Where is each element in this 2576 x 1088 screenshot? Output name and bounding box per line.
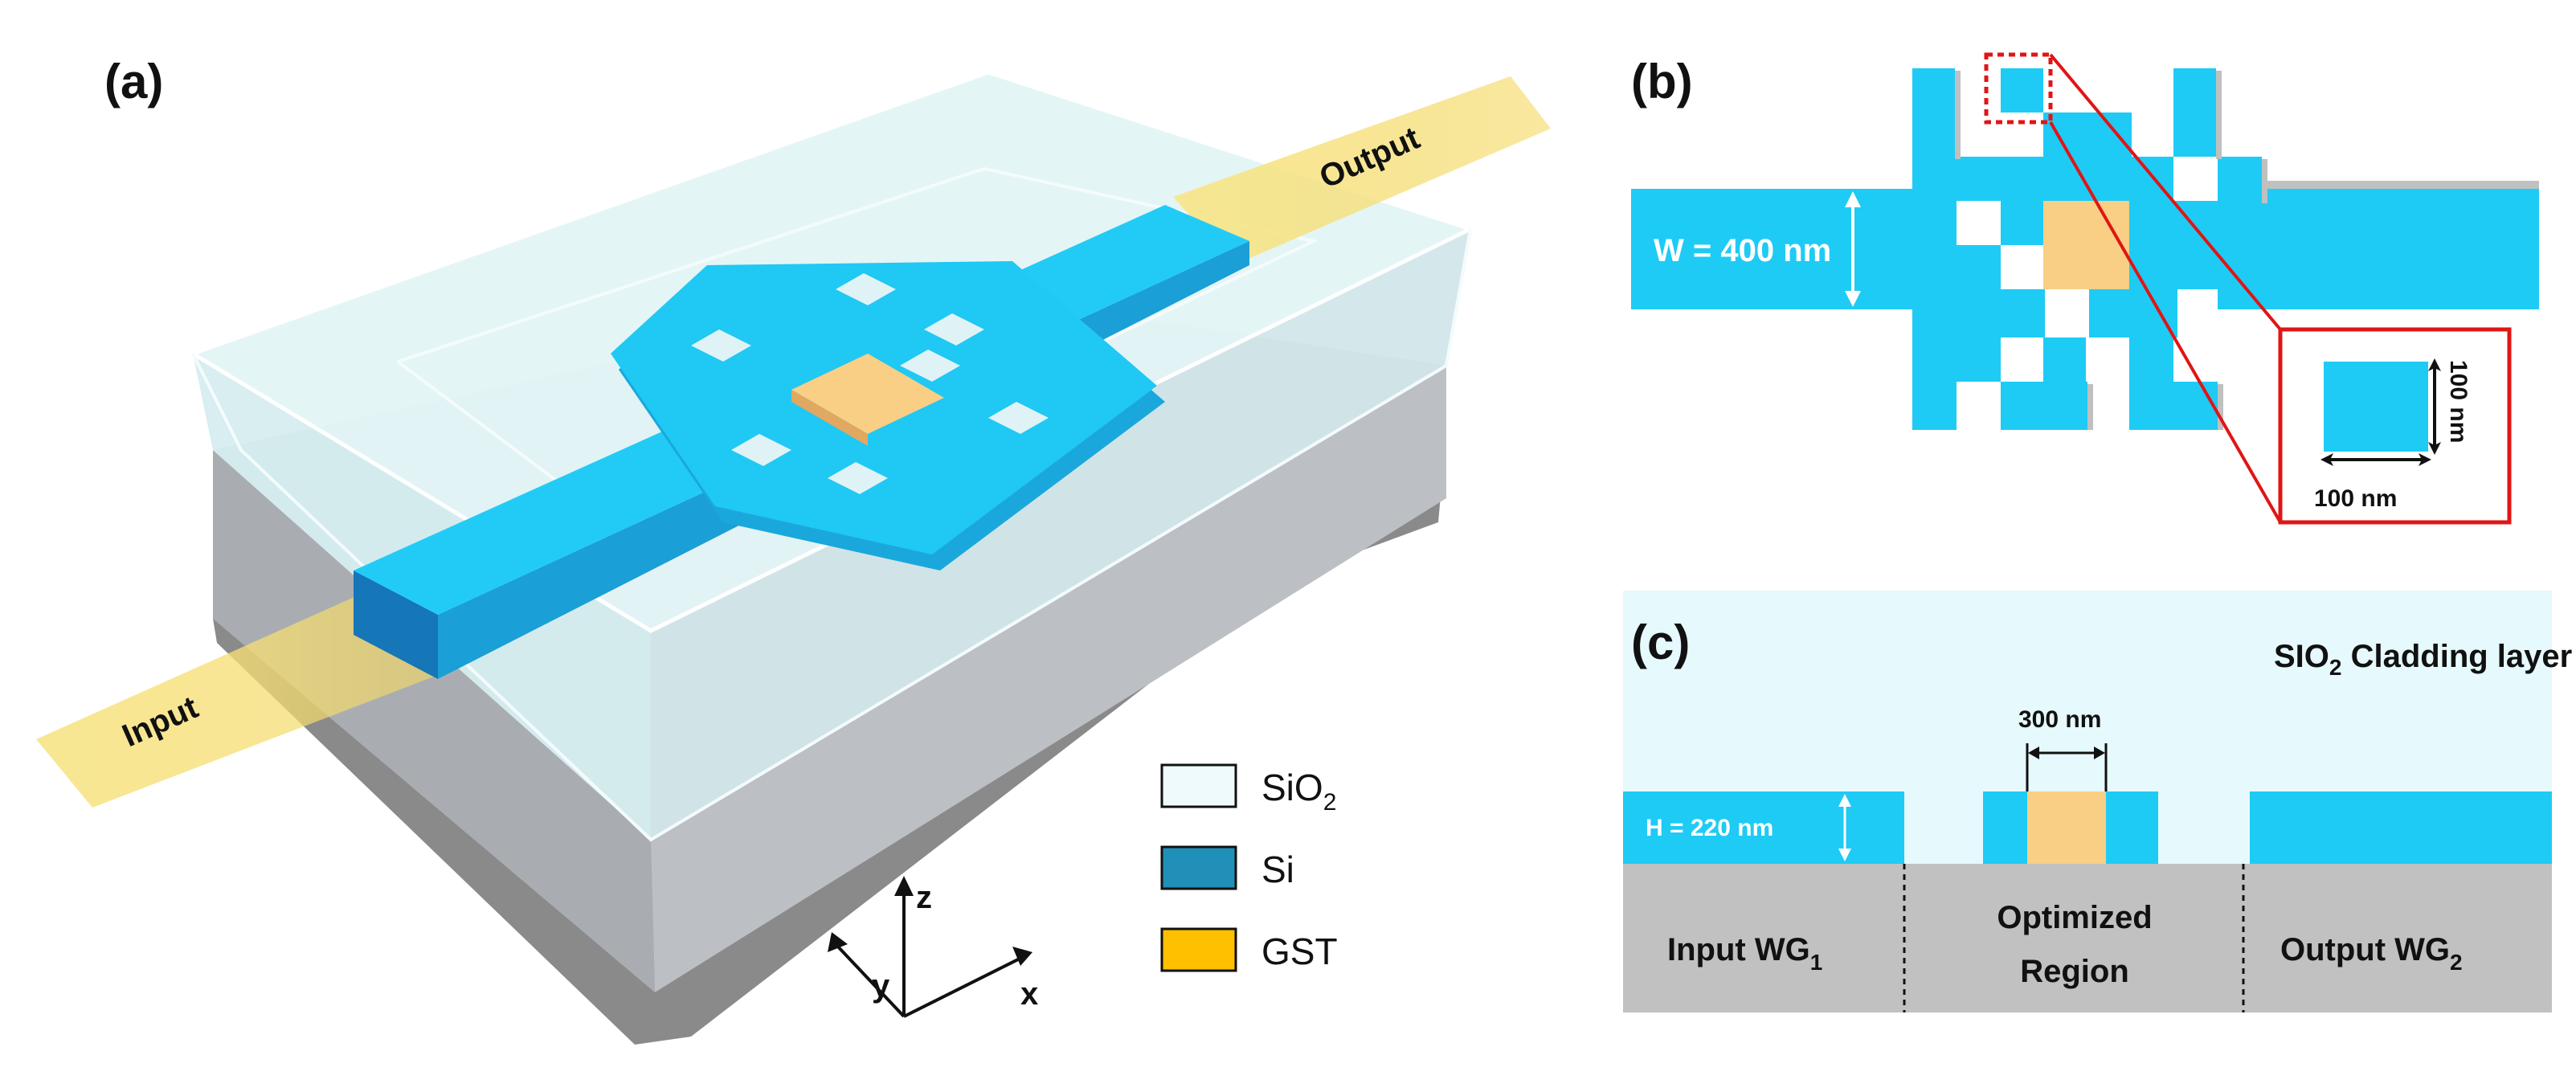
waveguide-width-label: W = 400 nm <box>1654 233 1831 268</box>
z-arrowhead <box>894 876 914 896</box>
gst-width-arrow-left <box>2028 746 2039 759</box>
legend-swatch-gst <box>1160 927 1237 972</box>
axis-x-label: x <box>1020 976 1038 1012</box>
cross-section-input-wg <box>1623 791 1904 864</box>
callout-line-lower <box>2049 121 2282 523</box>
region-label-line2: Region <box>2020 954 2129 989</box>
material-legend: SiO2 Si GST <box>1160 763 1338 972</box>
gst-width-arrow-right <box>2094 746 2105 759</box>
height-arrow-bottom <box>1838 849 1851 861</box>
top-view-output-waveguide <box>2218 189 2539 309</box>
output-glow <box>1173 76 1551 265</box>
panel-c-label: (c) <box>1631 616 1690 669</box>
panel-a-label: (a) <box>104 55 163 108</box>
legend-swatch-si <box>1160 845 1237 890</box>
region-dividers <box>1903 864 2245 1012</box>
top-view-gst <box>2043 201 2129 289</box>
axis-indicator <box>834 892 1025 1018</box>
legend-label-si: Si <box>1261 849 1294 890</box>
panel-c: (c) SIO2 Cladding layer 300 nm H = 220 n… <box>1623 591 2572 1012</box>
panel-b-label: (b) <box>1631 55 1693 108</box>
pixel-height-arrowheads <box>2428 358 2441 371</box>
top-view-input-waveguide <box>1631 189 1912 309</box>
gst-width-dimension <box>2026 743 2108 791</box>
region-label-line1: Optimized <box>1997 900 2152 935</box>
cross-section-gst <box>2027 791 2106 864</box>
callout-line-upper <box>2049 53 2282 331</box>
panel-b: (b) <box>1631 52 2539 525</box>
output-wg-label: Output WG2 <box>2280 932 2463 975</box>
pixel-height-arrowheads-b <box>2428 442 2441 455</box>
cladding-label: SIO2 Cladding layer <box>2274 639 2572 680</box>
legend-label-gst: GST <box>1261 931 1338 972</box>
axis-y-label: y <box>872 968 890 1004</box>
optimized-region-3d <box>611 261 1165 571</box>
panel-a: (a) <box>36 55 1551 1045</box>
top-view-pattern-shadow <box>1955 71 2267 430</box>
pixel-width-label: 100 nm <box>2314 485 2397 512</box>
zoom-pixel <box>2324 362 2428 452</box>
substrate-layer <box>1623 864 2552 1012</box>
legend-label-sio2: SiO2 <box>1261 767 1336 816</box>
waveguide-width-arrow <box>1845 191 1861 307</box>
y-arrowhead <box>828 932 848 952</box>
pixel-width-arrowheads-b <box>2419 453 2431 466</box>
pixel-height-label: 100 nm <box>2445 360 2472 443</box>
gst-patch-3d <box>791 354 944 434</box>
height-arrow-top <box>1838 794 1851 807</box>
callout-source-box <box>1984 52 2053 125</box>
top-view-holes <box>1957 157 2218 245</box>
legend-swatch-sio2 <box>1160 763 1237 808</box>
input-glow <box>36 587 438 808</box>
input-wg-label: Input WG1 <box>1667 932 1822 975</box>
output-waveguide-shadow <box>2219 181 2539 189</box>
height-label: H = 220 nm <box>1646 815 1773 841</box>
pixel-dimension-arrows <box>2324 362 2436 461</box>
pixel-width-arrowheads <box>2320 453 2333 466</box>
cross-section-output-wg <box>2250 791 2552 864</box>
axis-z-label: z <box>916 880 932 915</box>
gst-width-label: 300 nm <box>2018 706 2101 733</box>
x-arrowhead <box>1012 947 1032 966</box>
